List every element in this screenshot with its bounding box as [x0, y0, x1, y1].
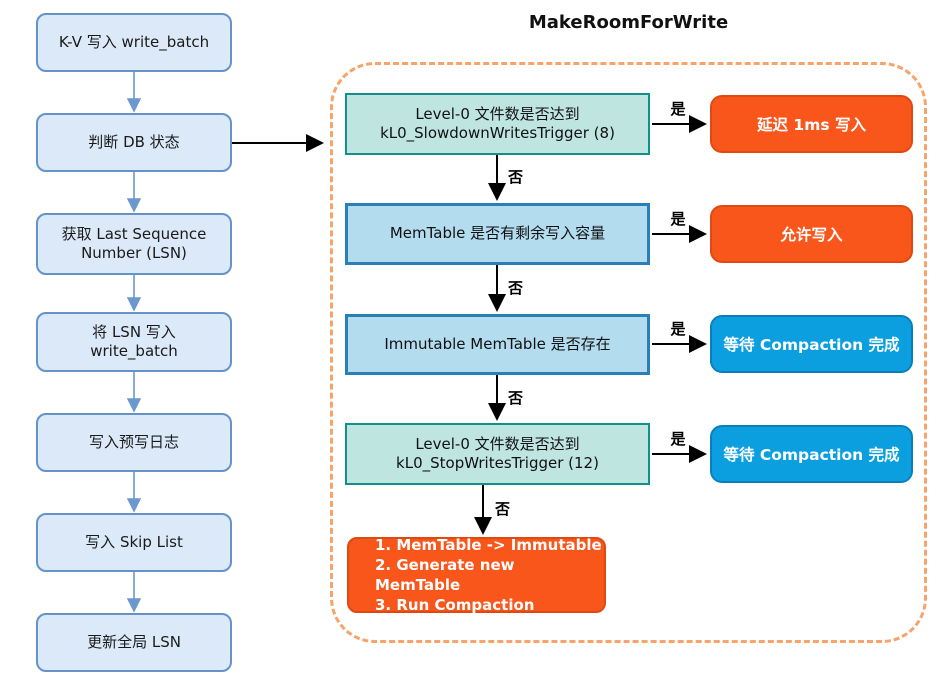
step-text: 写入 Skip List: [85, 532, 183, 551]
step-write-lsn-to-batch: 将 LSN 写入 write_batch: [36, 312, 232, 372]
step-update-global-lsn: 更新全局 LSN: [36, 613, 232, 672]
result-wait-compaction-1: 等待 Compaction 完成: [710, 315, 913, 373]
step-text: 将 LSN 写入: [92, 322, 176, 341]
result-wait-compaction-2: 等待 Compaction 完成: [710, 425, 913, 483]
decision-text: MemTable 是否有剩余写入容量: [389, 224, 606, 243]
decision-immutable-memtable-exists: Immutable MemTable 是否存在: [345, 314, 650, 375]
step-text: write_batch: [90, 342, 178, 360]
no-label: 否: [508, 389, 524, 407]
step-judge-db-status: 判断 DB 状态: [36, 113, 232, 172]
action-switch-memtable: 1. MemTable -> Immutable 2. Generate new…: [347, 535, 606, 615]
make-room-title: MakeRoomForWrite: [528, 12, 729, 33]
yes-label: 是: [670, 430, 686, 448]
decision-text: kL0_StopWritesTrigger (12): [396, 454, 599, 472]
step-text: 判断 DB 状态: [88, 132, 180, 151]
decision-text: Immutable MemTable 是否存在: [384, 334, 611, 353]
step-get-lsn: 获取 Last Sequence Number (LSN): [36, 213, 232, 275]
step-text: 获取 Last Sequence: [61, 224, 207, 243]
step-write-skiplist: 写入 Skip List: [36, 513, 232, 572]
action-line: 2. Generate new MemTable: [375, 555, 515, 594]
step-kv-write-batch: K-V 写入 write_batch: [36, 13, 232, 72]
step-text: 更新全局 LSN: [87, 632, 181, 651]
result-allow-write: 允许写入: [710, 205, 913, 263]
decision-text: kL0_SlowdownWritesTrigger (8): [380, 124, 615, 142]
decision-memtable-capacity: MemTable 是否有剩余写入容量: [345, 203, 650, 265]
result-delay-1ms-write: 延迟 1ms 写入: [710, 95, 913, 153]
step-text: K-V 写入 write_batch: [58, 32, 210, 51]
step-write-wal: 写入预写日志: [36, 413, 232, 472]
decision-l0-slowdown-trigger: Level-0 文件数是否达到 kL0_SlowdownWritesTrigge…: [345, 93, 650, 155]
yes-label: 是: [670, 210, 686, 228]
action-line: 3. Run Compaction: [375, 596, 535, 615]
step-text: Number (LSN): [81, 244, 187, 262]
decision-l0-stop-trigger: Level-0 文件数是否达到 kL0_StopWritesTrigger (1…: [345, 423, 650, 485]
no-label: 否: [508, 279, 524, 297]
make-room-container: [330, 62, 927, 643]
decision-text: Level-0 文件数是否达到: [415, 104, 580, 123]
no-label: 否: [508, 168, 524, 186]
action-line: 1. MemTable -> Immutable: [375, 535, 602, 554]
step-text: 写入预写日志: [88, 432, 179, 451]
decision-text: Level-0 文件数是否达到: [415, 434, 580, 453]
no-label: 否: [495, 500, 511, 518]
yes-label: 是: [670, 320, 686, 338]
yes-label: 是: [670, 100, 686, 118]
